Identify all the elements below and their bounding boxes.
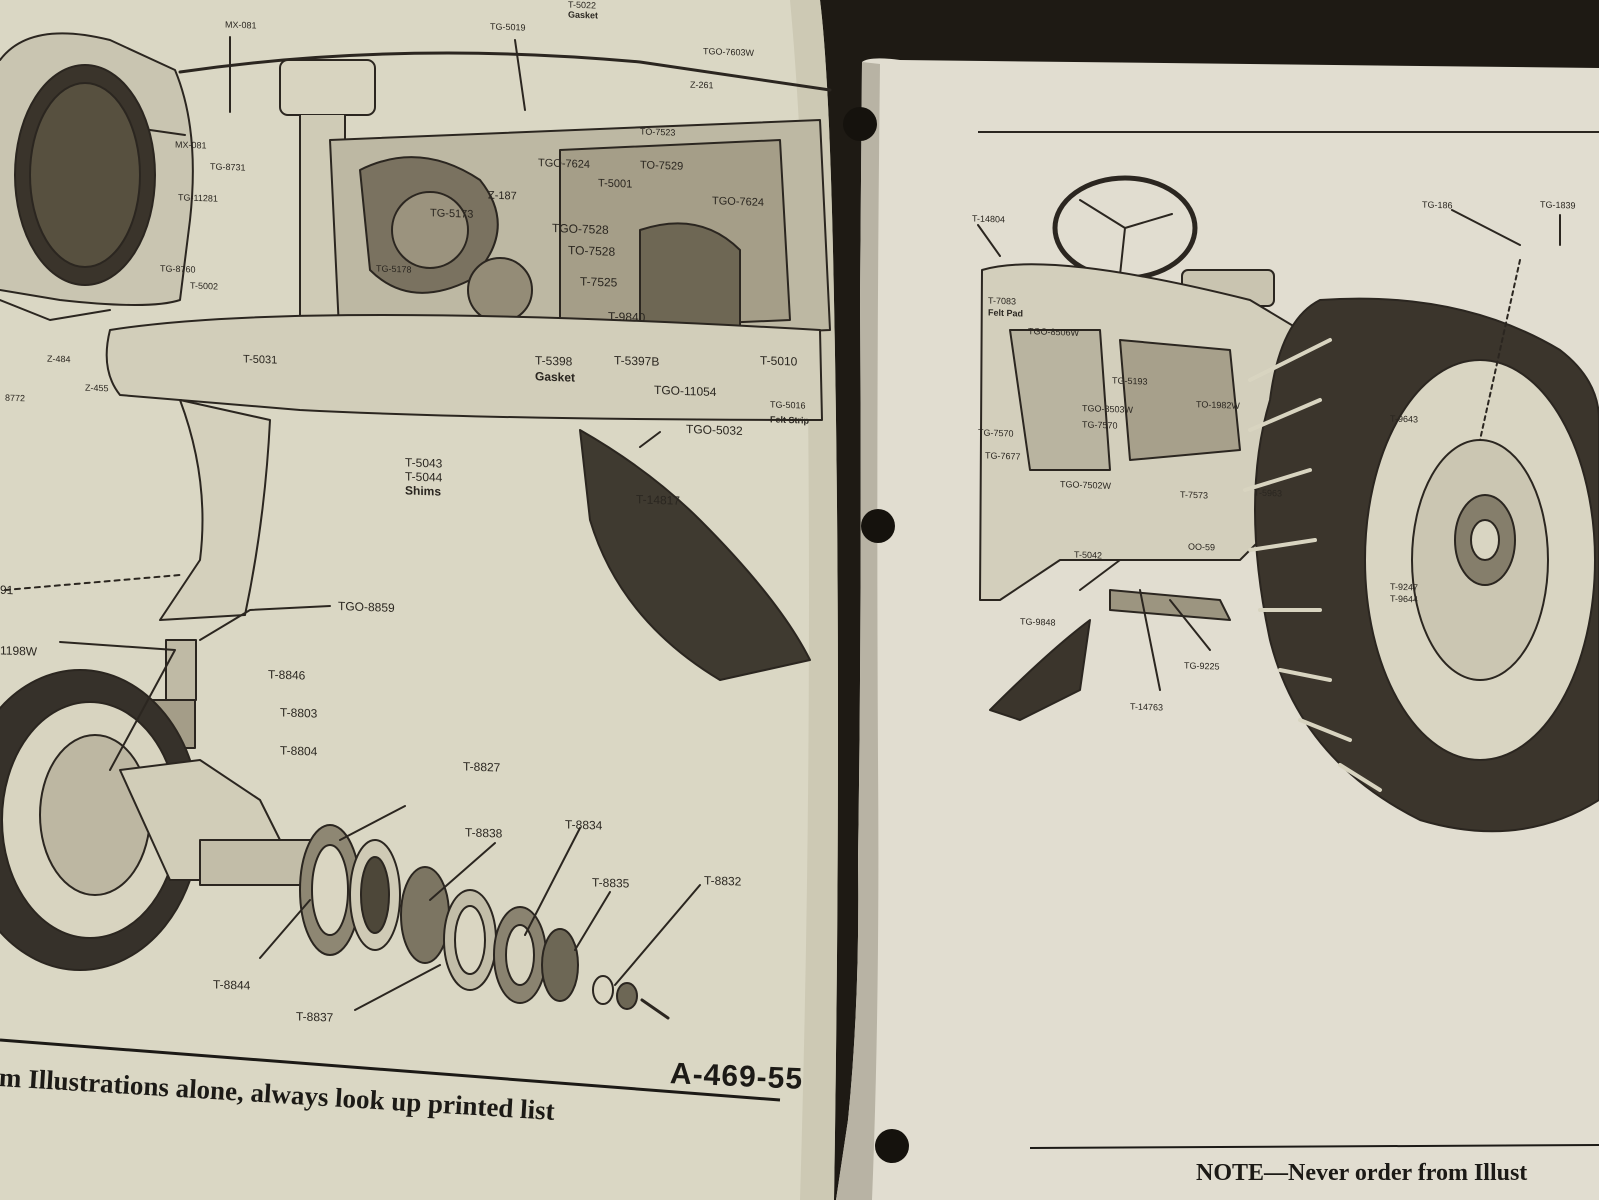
part-label: TG-9225 <box>1184 660 1220 672</box>
part-label: TG-186 <box>1422 199 1453 211</box>
part-label: T-9840 <box>608 309 646 325</box>
part-label: T-5398 <box>535 353 573 369</box>
part-label: T-5963 <box>1254 487 1283 499</box>
part-label: T-9247 <box>1390 581 1419 593</box>
part-label: TGO-7502W <box>1060 479 1112 491</box>
part-label: T-7525 <box>580 274 618 290</box>
part-label: TG-5016 <box>770 399 806 411</box>
binder-hole-top <box>843 107 877 141</box>
binder-hole-bottom <box>875 1129 909 1163</box>
part-label: T-8834 <box>565 817 603 833</box>
part-label: MX-081 <box>175 139 207 151</box>
part-label: Felt Strip <box>770 414 810 426</box>
part-label: TG-5193 <box>1112 375 1148 387</box>
part-label: T-8846 <box>268 667 306 683</box>
part-label: OO-59 <box>1188 541 1216 553</box>
right-page-note: NOTE—Never order from Illust <box>1196 1160 1528 1186</box>
part-label: T-5044 <box>405 469 443 485</box>
part-label: T-8827 <box>463 759 501 775</box>
part-label: TGO-8503W <box>1082 403 1134 415</box>
part-label: TO-7528 <box>568 243 616 259</box>
part-label: TGO-7624 <box>538 157 590 171</box>
part-label: T-7083 <box>988 295 1017 307</box>
part-label: TG-8760 <box>160 263 196 275</box>
part-label: T-5043 <box>405 455 443 471</box>
part-label: Z-261 <box>690 79 714 91</box>
part-label: T-9643 <box>1390 413 1419 425</box>
part-label: T-5001 <box>598 177 633 191</box>
part-label: TG-7677 <box>985 450 1021 462</box>
part-label: TG-7570 <box>978 427 1014 439</box>
part-label: TG-8731 <box>210 161 246 173</box>
part-label: T-8844 <box>213 977 251 993</box>
part-label: T-14817 <box>636 492 681 508</box>
part-label: Z-187 <box>488 189 517 203</box>
part-label: T-14763 <box>1130 701 1164 713</box>
part-label: TG-1839 <box>1540 199 1576 211</box>
part-label: T-5397B <box>614 353 660 369</box>
binder-hole-mid <box>861 509 895 543</box>
part-label: T-8803 <box>280 705 318 721</box>
part-label: MX-081 <box>225 19 257 31</box>
part-label: TO-7529 <box>640 159 684 173</box>
part-label: TGO-7528 <box>552 221 609 237</box>
part-label: TGO-7624 <box>712 195 764 209</box>
part-label: TG-5019 <box>490 21 526 33</box>
part-label: TGO-5032 <box>686 422 743 438</box>
part-label: TG-5178 <box>376 263 412 275</box>
part-label: TG-9848 <box>1020 616 1056 628</box>
part-label: T-8838 <box>465 825 503 841</box>
part-label: TG-5173 <box>430 207 474 221</box>
part-label: T-8837 <box>296 1009 334 1025</box>
part-label: TGO-7603W <box>703 46 755 58</box>
part-label: TGO-8506W <box>1028 326 1080 338</box>
part-label: T-8835 <box>592 875 630 891</box>
part-label: TG-7570 <box>1082 419 1118 431</box>
part-label: TG-11281 <box>178 192 218 204</box>
part-label: Felt Pad <box>988 307 1024 319</box>
part-label: T-5002 <box>190 280 219 292</box>
part-label: T-5031 <box>243 353 278 367</box>
part-label: T-8832 <box>704 873 742 889</box>
part-label: 91 <box>0 582 14 598</box>
part-label: TO-1982W <box>1196 399 1240 411</box>
part-label: Shims <box>405 483 442 499</box>
part-label: 1198W <box>0 643 38 659</box>
page-number: A-469-55 <box>669 1057 804 1096</box>
part-label: T-5010 <box>760 353 798 369</box>
part-label: Z-484 <box>47 353 71 365</box>
part-label: T-14804 <box>972 213 1006 225</box>
part-label: TGO-8859 <box>338 599 395 615</box>
part-label: Gasket <box>535 369 576 385</box>
part-label: Z-455 <box>85 382 109 394</box>
part-label: TO-7523 <box>640 126 676 138</box>
part-label: TGO-11054 <box>654 382 717 400</box>
part-label: T-5042 <box>1074 549 1103 561</box>
part-label: T-9644 <box>1390 593 1419 605</box>
part-label: T-8804 <box>280 743 318 759</box>
part-label: Gasket <box>568 9 599 21</box>
part-label: 8772 <box>5 392 26 404</box>
part-label: T-7573 <box>1180 489 1209 501</box>
